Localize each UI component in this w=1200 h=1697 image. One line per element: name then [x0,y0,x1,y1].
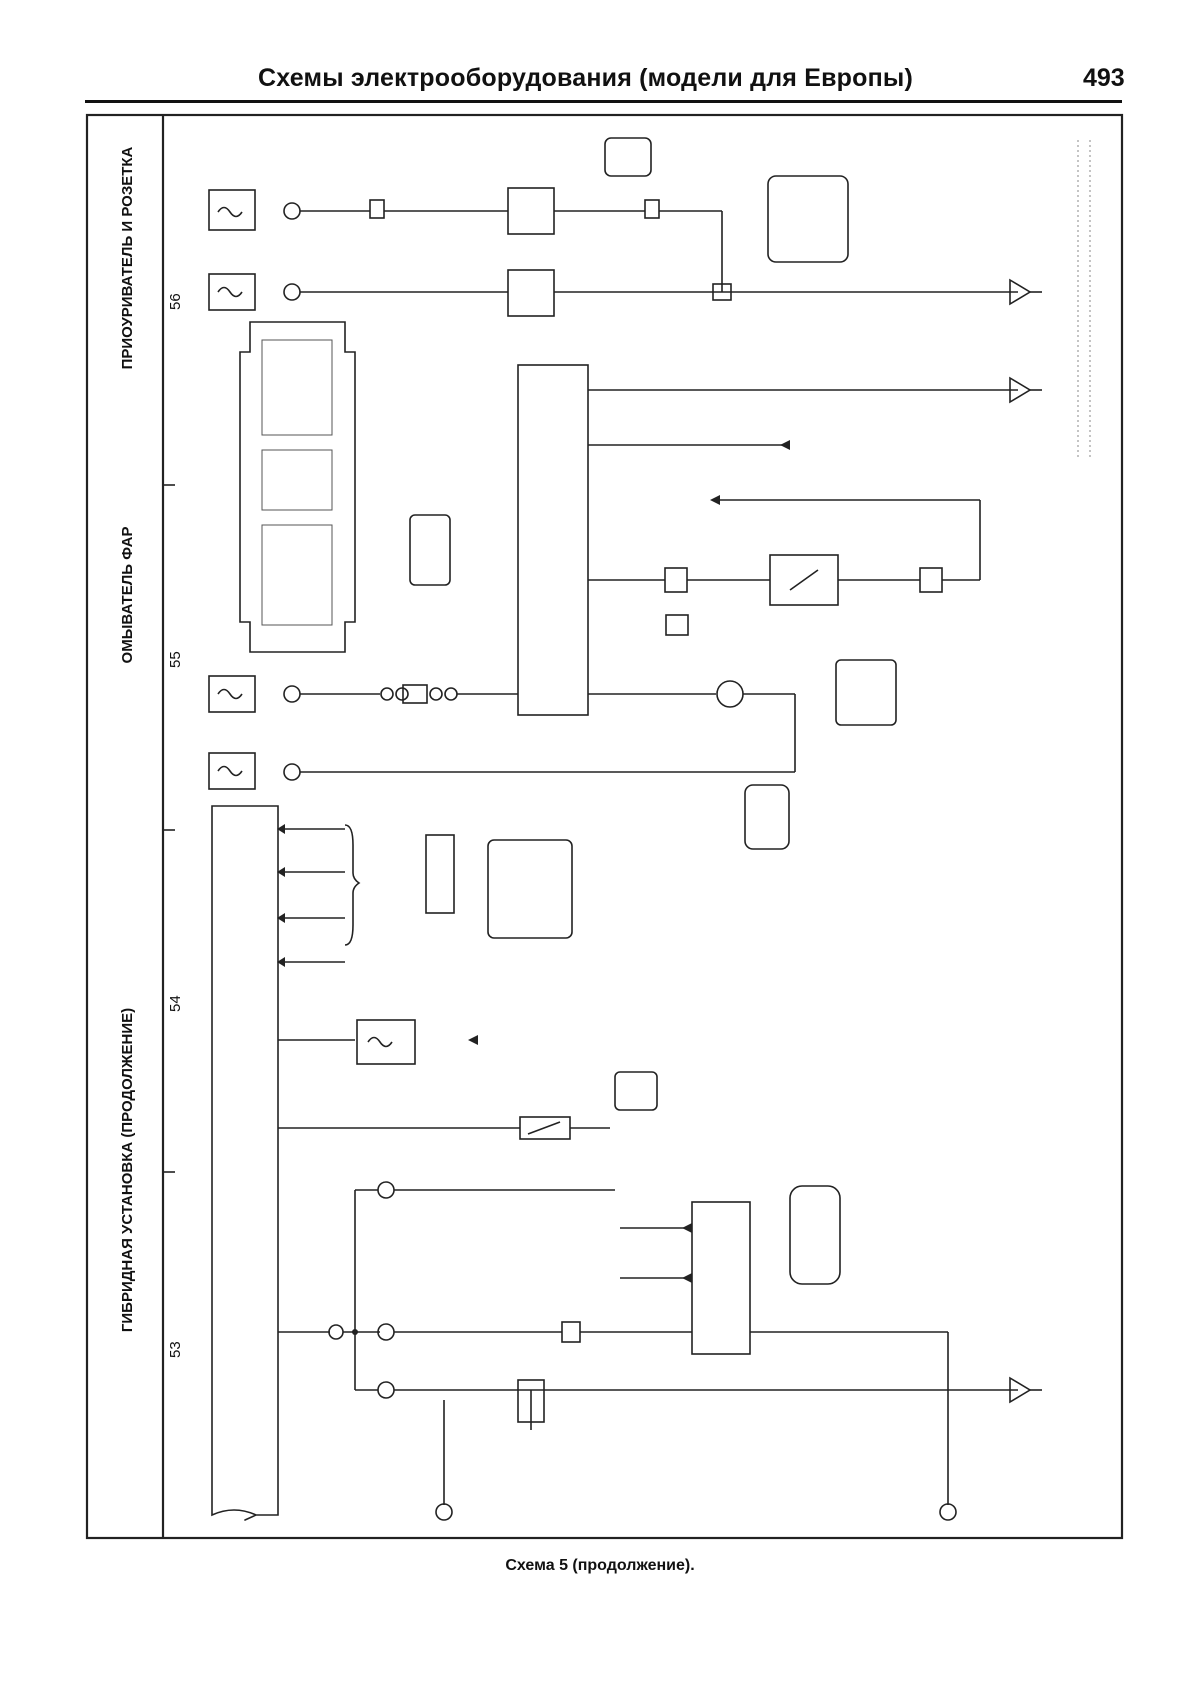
figure-caption: Схема 5 (продолжение). [505,1557,695,1574]
junction-connector [369,199,385,219]
connector-terminal [377,1181,395,1199]
power-outlet-block [507,187,555,235]
signal-arrow [780,440,790,450]
headlamp-washer-relay [517,364,589,716]
fuse-cig-lighter [208,273,256,311]
off-page-connector [435,1503,453,1521]
junction-block [402,684,428,704]
section-number-54: 54 [167,995,184,1012]
ecu-connector-view [239,321,356,653]
outlet-connector [644,199,660,219]
section-label-54-53: ГИБРИДНАЯ УСТАНОВКА (ПРОДОЛЖЕНИЕ) [119,1008,136,1332]
connector-view-l53 [425,834,455,914]
page-title: Схемы электрооборудования (модели для Ев… [258,64,913,92]
section-number-56: 56 [167,293,184,310]
header-rule [85,100,1122,103]
ground-symbol [1009,376,1032,404]
connector-view-l15 [614,1071,658,1111]
washer-motor [716,680,744,708]
connector-terminal [283,685,301,703]
ground-symbol [1009,278,1032,306]
fuse-washer [208,675,256,713]
connector-terminal [377,1323,395,1341]
washer-switch-connector [664,567,688,593]
junction-connector-j [712,283,732,301]
connector-view-a2 [789,1185,841,1285]
section-ticks [163,484,175,1173]
section-number-53: 53 [167,1341,184,1358]
section-number-55: 55 [167,651,184,668]
connector-terminal [328,1324,344,1340]
page-number: 493 [1083,64,1125,92]
connector-terminal [283,283,301,301]
can-bus-arrows [277,824,361,967]
connector-small [665,614,689,636]
acc-ecu-block [211,805,279,1521]
cigarette-lighter-block [507,269,555,317]
junction-connector [561,1321,581,1343]
connector-view-l60 [767,175,849,263]
off-page-connector [939,1503,957,1521]
connector-terminal [377,1381,395,1399]
fuse-power-outlet [208,189,256,231]
signal-arrow [710,495,720,505]
connector-terminal [283,202,301,220]
switch-connector [919,567,943,593]
diagram-frame [85,113,1124,1540]
signal-arrow [468,1035,478,1045]
connector-view-l83 [835,659,897,726]
fuse-ig [208,752,256,790]
connector-view-l24 [604,137,652,177]
section-label-55: ОМЫВАТЕЛЬ ФАР [119,527,136,664]
ground-symbol [1009,1376,1032,1404]
section-label-56: ПРИОУРИВАТЕЛЬ И РОЗЕТКА [119,146,136,369]
fuse-stop [356,1019,416,1065]
connector-view-a43 [744,784,790,850]
connector-terminal [283,763,301,781]
yaw-rate-sensor [691,1201,751,1355]
connector-view-a44 [409,514,451,586]
ecu-connector-pins [261,339,333,626]
connector-view-a54 [487,839,573,939]
